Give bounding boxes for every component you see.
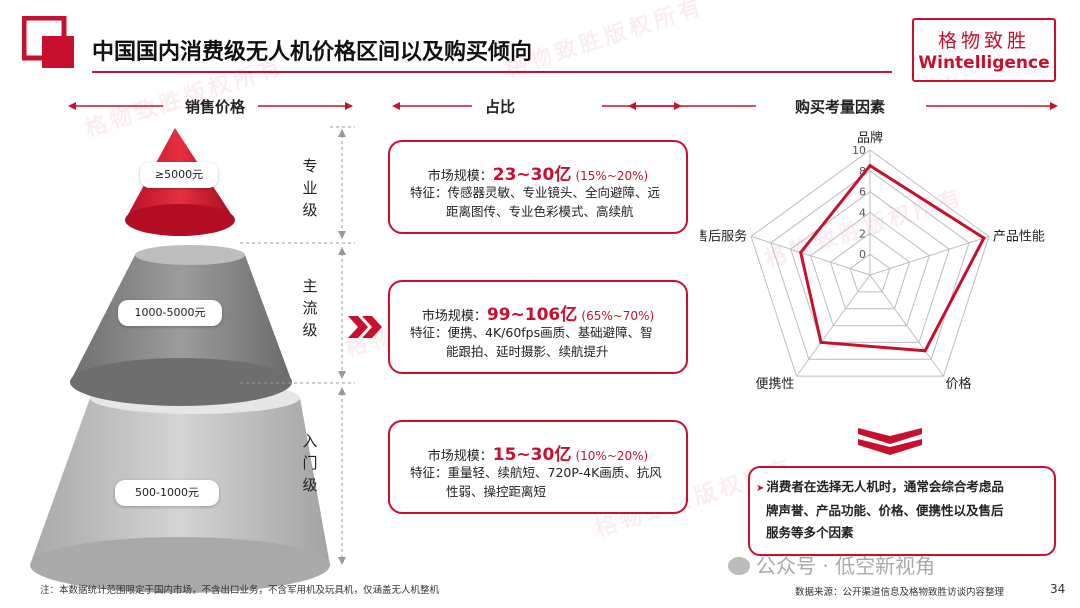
feature-text: 特征：传感器灵敏、专业镜头、全向避障、远 距离图传、专业色彩模式、高续航 [410,183,680,221]
radar-tick-label: 0 [859,248,866,261]
market-size-value: 23~30亿 [492,165,572,185]
feature-line: 特征：便携、4K/60fps画质、基础避障、智 [410,325,653,340]
radar-tick-label: 2 [859,227,866,240]
tier-card-pro: 市场规模：23~30亿 (15%~20%) 特征：传感器灵敏、专业镜头、全向避障… [388,140,688,234]
data-source: 数据来源：公开渠道信息及格物致胜访谈内容整理 [795,587,1005,598]
radar-grid-ring [849,253,891,293]
radar-axis-label: 价格 [945,376,971,392]
radar-tick-label: 10 [852,144,866,157]
market-size-line: 市场规模：99~106亿 (65%~70%) [390,300,686,325]
radar-tick-label: 8 [859,165,866,178]
radar-data-point [923,349,927,353]
radar-spoke [869,274,944,377]
radar-spoke [796,274,871,377]
footnote: 注：本数据统计范围限定于国内市场，不含出口业务，不含军用机及玩具机，仅涵盖无人机… [40,585,440,596]
radar-data-point [982,236,986,240]
logo-chinese-text: 格物致胜 [937,30,1030,52]
radar-grid-ring [770,170,970,360]
radar-axis-label: 品牌 [857,130,883,146]
market-size-value: 15~30亿 [492,445,572,465]
wechat-watermark: 公众号 · 低空新视角 [728,550,935,579]
tier-label-pro: 专业级 [302,157,318,219]
factors-section-title: 购买考量因素 [794,98,885,116]
factors-arrow-icon [628,102,1058,110]
tier-label-mainstream: 主流级 [302,277,318,339]
summary-text: ➤消费者在选择无人机时，通常会综合考虑品 牌声誉、产品功能、价格、便携性以及售后… [756,476,1044,544]
feature-line: 距离图传、专业色彩模式、高续航 [446,204,634,219]
market-share-pct: (65%~70%) [581,309,655,323]
summary-line: 服务等多个因素 [766,525,854,540]
page-number: 34 [1050,582,1066,596]
tier-card-mainstream: 市场规模：99~106亿 (65%~70%) 特征：便携、4K/60fps画质、… [388,280,688,374]
market-size-label: 市场规模： [427,449,493,464]
market-share-pct: (15%~20%) [575,169,649,183]
radar-tick-label: 4 [859,207,866,220]
wechat-icon [728,557,750,575]
market-size-line: 市场规模：23~30亿 (15%~20%) [390,160,686,185]
price-pill-pro: ≥5000元 [140,162,218,188]
brand-logo: 格物致胜 Wintelligence [912,18,1056,82]
radar-grid-ring [810,211,930,327]
radar-grid-ring [790,191,950,343]
price-pill-mainstream: 1000-5000元 [118,300,222,326]
price-section-title: 销售价格 [184,98,245,116]
radar-data-point [819,340,823,344]
radar-grid-ring [750,149,990,377]
market-share-pct: (10%~20%) [575,449,649,463]
market-size-label: 市场规模： [427,169,493,184]
page-title: 中国国内消费级无人机价格区间以及购买倾向 [92,40,533,65]
radar-tick-label: 6 [859,186,866,199]
wechat-label: 公众号 · 低空新视角 [756,554,936,578]
summary-line: 牌声誉、产品功能、价格、便携性以及售后 [766,503,1004,518]
radar-grid-ring [829,232,911,310]
radar-series-line [799,163,986,353]
tier-label-entry: 入门级 [302,432,318,494]
summary-box: ➤消费者在选择无人机时，通常会综合考虑品 牌声誉、产品功能、价格、便携性以及售后… [748,466,1056,556]
radar-spoke [869,235,990,276]
logo-english-text: Wintelligence [918,53,1050,73]
market-size-line: 市场规模：15~30亿 (10%~20%) [390,440,686,465]
chevron-right-icon [348,316,382,338]
radar-data-point [799,250,803,254]
feature-text: 特征：重量轻、续航短、720P-4K画质、抗风 性弱、操控距离短 [410,463,680,501]
feature-line: 特征：传感器灵敏、专业镜头、全向避障、远 [410,185,661,200]
market-size-value: 99~106亿 [486,305,578,325]
tier-card-entry: 市场规模：15~30亿 (10%~20%) 特征：重量轻、续航短、720P-4K… [388,420,688,514]
title-underline [92,71,892,73]
price-pill-entry: 500-1000元 [115,480,219,506]
price-arrow-icon [68,102,353,110]
feature-line: 能跟拍、延时摄影、续航提升 [446,344,609,359]
feature-line: 性弱、操控距离短 [446,484,547,499]
radar-axis-label: 便携性 [756,376,795,392]
tier-guides [240,126,355,565]
feature-text: 特征：便携、4K/60fps画质、基础避障、智 能跟拍、延时摄影、续航提升 [410,323,680,361]
radar-spoke [750,235,871,276]
brand-square-icon [22,16,74,68]
market-size-label: 市场规模： [421,309,487,324]
radar-axis-label: 产品性能 [993,229,1045,244]
radar-axis-label: 售后服务 [700,228,747,244]
radar-data-point [868,164,872,168]
share-section-title: 占比 [484,98,515,116]
chevron-down-icon [858,428,922,455]
summary-line: 消费者在选择无人机时，通常会综合考虑品 [766,479,1004,494]
feature-line: 特征：重量轻、续航短、720P-4K画质、抗风 [410,465,662,480]
